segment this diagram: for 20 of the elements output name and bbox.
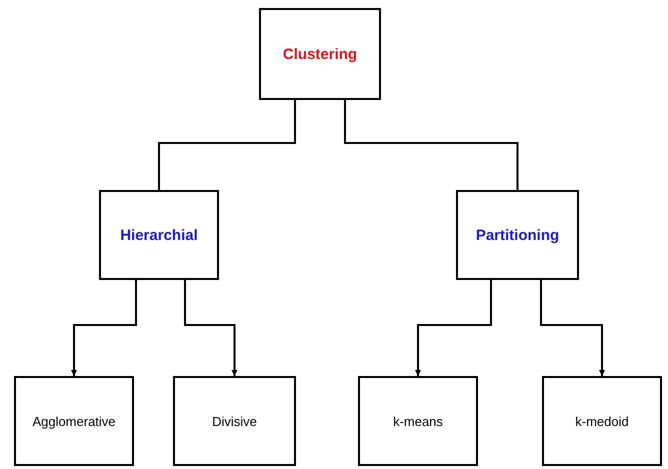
process-box	[173, 376, 296, 466]
box-label: Agglomerative	[32, 414, 116, 428]
box-label: Hierarchial	[120, 226, 198, 244]
box-label: Clustering	[282, 46, 358, 62]
process-box	[14, 376, 134, 466]
arrow	[71, 280, 137, 376]
process-box	[456, 190, 579, 280]
box-label: Divisive	[212, 414, 257, 428]
arrow	[540, 280, 605, 376]
box-label: Partitioning	[476, 226, 560, 244]
box-label: k-means	[393, 414, 443, 428]
arrow	[184, 280, 238, 376]
connector-line	[344, 100, 518, 190]
process-box	[259, 8, 381, 100]
process-box	[542, 376, 662, 466]
box-label: k-medoid	[575, 414, 629, 428]
connector-line	[158, 100, 296, 190]
process-box	[358, 376, 478, 466]
process-box	[99, 190, 219, 280]
arrow	[415, 280, 492, 376]
